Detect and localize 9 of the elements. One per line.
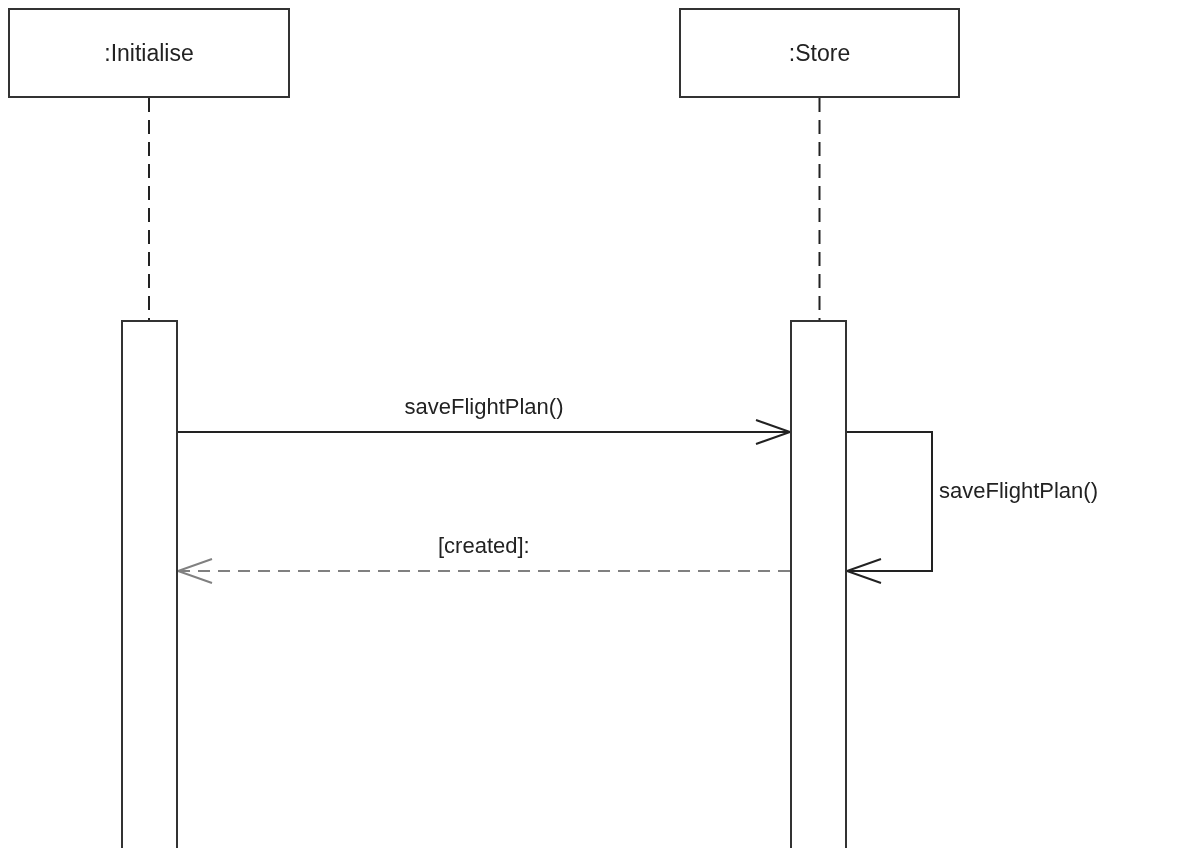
activation-bar xyxy=(790,320,847,848)
message-arrow xyxy=(177,419,791,445)
return-message-arrow xyxy=(177,558,791,584)
lifeline xyxy=(148,97,150,321)
lifeline xyxy=(818,97,821,321)
lifeline-head-box: :Store xyxy=(679,8,960,98)
self-message-arrow xyxy=(846,431,933,584)
lifeline-head-box: :Initialise xyxy=(8,8,290,98)
activation-bar xyxy=(121,320,178,848)
